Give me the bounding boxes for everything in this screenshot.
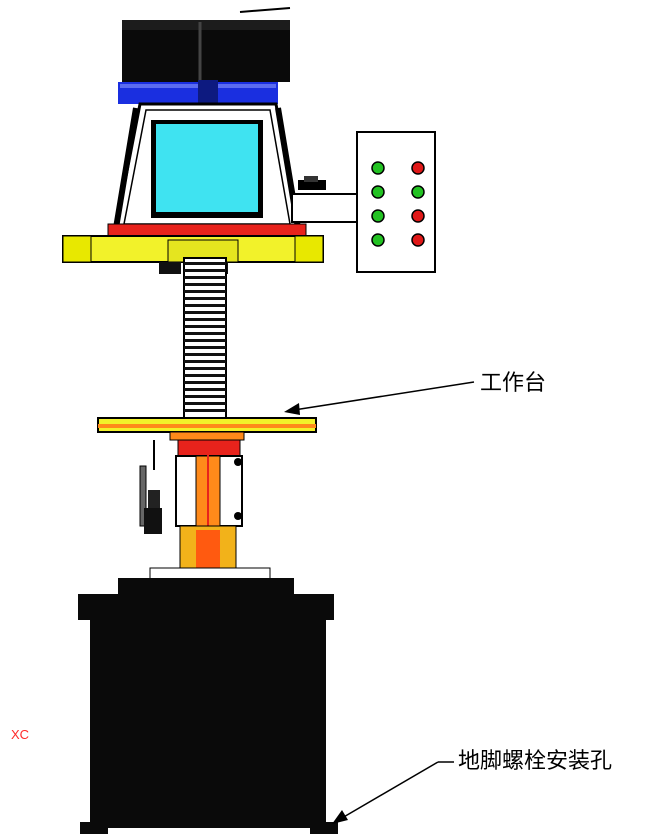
bracket — [298, 176, 326, 190]
panel-arm — [291, 193, 361, 223]
indicator-light — [411, 209, 425, 223]
bellows-column — [183, 257, 227, 419]
bellows-ring — [184, 339, 226, 342]
bellows-ring — [184, 409, 226, 412]
bellows-ring — [184, 297, 226, 300]
indicator-light — [371, 161, 385, 175]
blue-band — [118, 80, 278, 104]
bellows-ring — [184, 325, 226, 328]
cyan-screen — [151, 120, 263, 218]
anchor-bolt-callout: 地脚螺栓安装孔 — [332, 749, 612, 824]
bellows-ring — [184, 311, 226, 314]
bellows-ring — [184, 402, 226, 405]
control-panel — [356, 131, 436, 273]
bellows-ring — [184, 283, 226, 286]
indicator-light — [411, 233, 425, 247]
indicator-light — [411, 185, 425, 199]
bellows-ring — [184, 353, 226, 356]
bellows-ring — [184, 269, 226, 272]
bellows-ring — [184, 290, 226, 293]
spindle-assembly — [139, 439, 243, 570]
bellows-ring — [184, 318, 226, 321]
indicator-lights — [371, 161, 425, 247]
bellows-ring — [184, 381, 226, 384]
indicator-light — [371, 209, 385, 223]
worktable-callout: 工作台 — [284, 371, 546, 415]
bellows-ring — [184, 332, 226, 335]
bellows-ring — [184, 304, 226, 307]
top-motor-cap — [122, 7, 291, 90]
indicator-light — [371, 185, 385, 199]
indicator-light — [371, 233, 385, 247]
worktable — [97, 417, 317, 441]
worktable-label: 工作台 — [480, 371, 546, 396]
bellows-ring — [184, 262, 226, 265]
bellows-ring — [184, 367, 226, 370]
machine-base — [78, 567, 338, 834]
indicator-light — [411, 161, 425, 175]
bellows-ring — [184, 395, 226, 398]
bellows-ring — [184, 346, 226, 349]
bellows-ring — [184, 388, 226, 391]
bellows-ring — [184, 276, 226, 279]
bellows-ring — [184, 360, 226, 363]
anchor-bolt-hole-label: 地脚螺栓安装孔 — [458, 749, 612, 774]
axis-label-xc: XC — [11, 727, 29, 742]
bellows-ring — [184, 374, 226, 377]
